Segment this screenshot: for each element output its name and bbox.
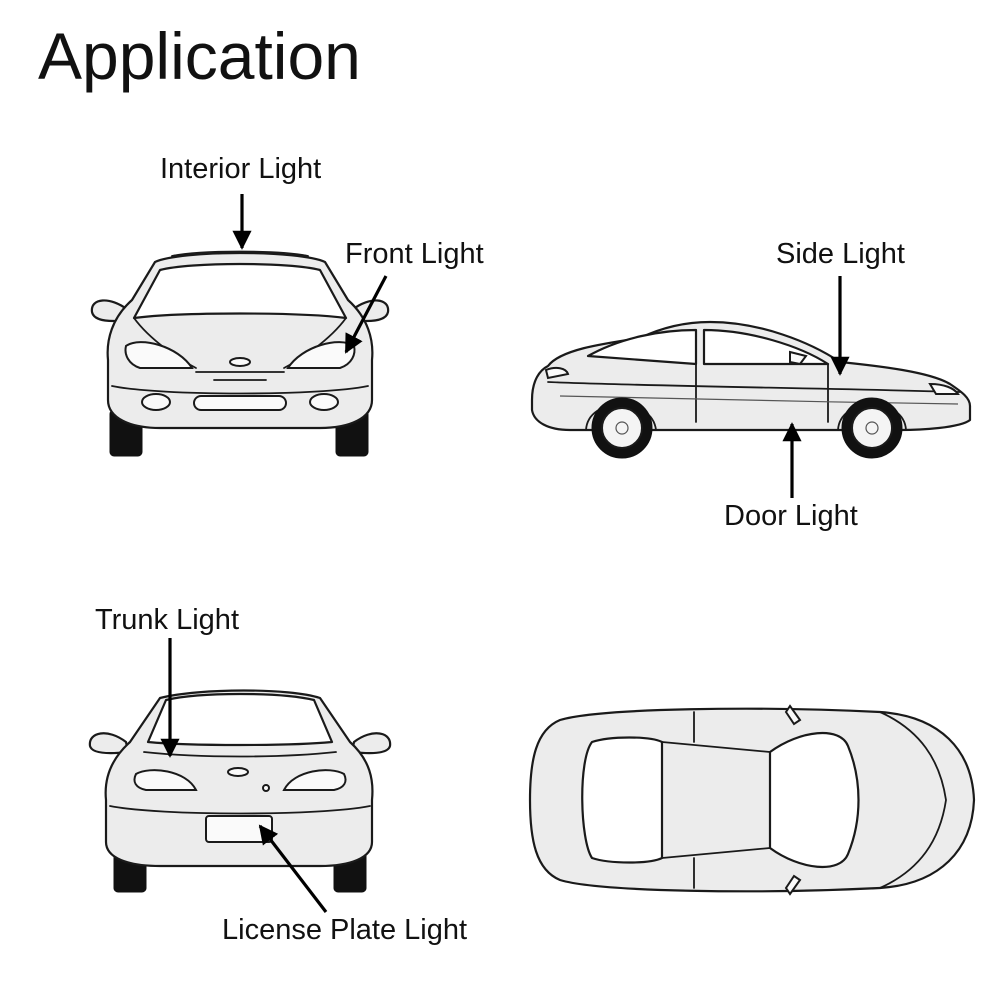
page-title: Application: [38, 19, 361, 93]
top-rear-window: [581, 736, 664, 864]
label-front-light: Front Light: [345, 238, 484, 270]
car-side-view: [530, 320, 972, 459]
arrow-license-plate-light: [258, 824, 328, 913]
front-right-headlight: [286, 341, 356, 369]
label-license-plate-light: License Plate Light: [222, 914, 468, 946]
rear-left-mirror: [88, 732, 130, 755]
top-windshield: [768, 732, 860, 868]
rear-window: [146, 692, 334, 747]
rear-right-taillight: [282, 769, 347, 791]
label-door-light: Door Light: [724, 500, 858, 532]
rear-emblem: [227, 767, 249, 777]
side-taillight: [544, 366, 570, 380]
car-top-view: [528, 704, 976, 896]
side-headlight: [928, 382, 960, 395]
top-right-mirror: [784, 874, 802, 896]
rear-left-taillight: [133, 769, 198, 791]
car-rear-view: [88, 689, 392, 893]
front-lower-grille: [193, 395, 287, 411]
front-windshield: [132, 262, 348, 320]
top-left-mirror: [784, 704, 802, 726]
label-trunk-light: Trunk Light: [95, 604, 239, 636]
car-front-view: [90, 250, 390, 457]
arrow-front-light: [344, 275, 388, 354]
label-interior-light: Interior Light: [160, 153, 322, 185]
front-emblem: [229, 357, 251, 367]
front-left-foglight: [141, 393, 171, 411]
front-right-foglight: [309, 393, 339, 411]
side-mirror: [789, 350, 808, 366]
rear-right-mirror: [350, 732, 392, 755]
label-side-light: Side Light: [776, 238, 905, 270]
front-left-headlight: [124, 341, 194, 369]
